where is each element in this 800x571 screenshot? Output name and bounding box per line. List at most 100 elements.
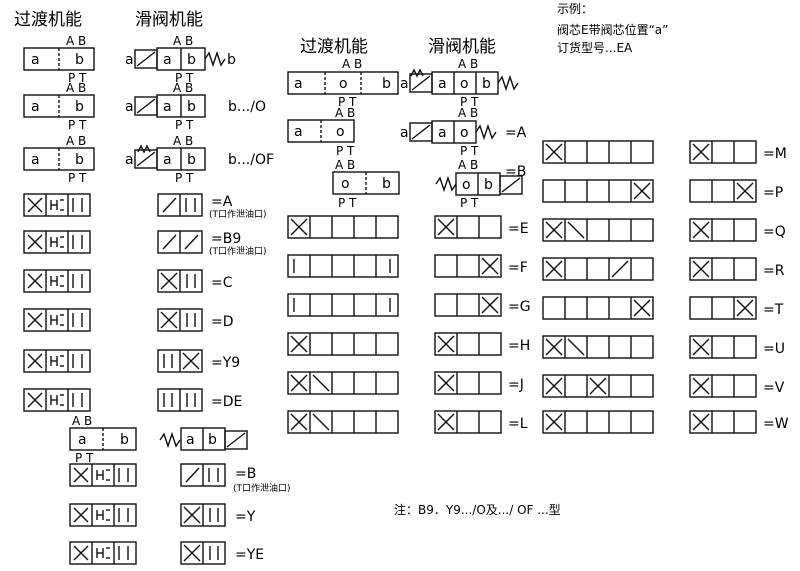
slide-ab-3: A B (173, 134, 193, 148)
slide-left-symbols (157, 193, 203, 412)
heading-transition-mid: 过渡机能 (300, 37, 368, 57)
port-b-1: b (75, 52, 84, 68)
mid-pt-2: P T (336, 144, 355, 158)
slide-a-2: a (125, 99, 134, 115)
port-a-2: a (31, 99, 40, 115)
symbol-left-de-trans (23, 388, 91, 412)
note-left-a: (T口作泄油口) (209, 208, 267, 220)
slide-box-a-3: a (163, 152, 172, 168)
code-mid-e: =E (508, 221, 529, 237)
symbol-left-b9-trans (23, 230, 91, 254)
slide-mid-a-ext-1: a (400, 76, 409, 92)
slide-mid-b-1: b (482, 76, 491, 92)
symbol-left-d-trans (23, 308, 91, 332)
example-line2: 订货型号...EA (557, 40, 633, 55)
slide-mid-pt-2: P T (460, 144, 479, 158)
slide-a-1: a (125, 52, 134, 68)
bottom-slide-b: b (208, 432, 217, 448)
slide-pt-3: P T (175, 171, 194, 185)
code-right-t: =T (763, 302, 784, 318)
slide-box-a-1: a (163, 52, 172, 68)
slide-mid-b-3: b (484, 177, 493, 193)
symbol-left-c-trans (23, 269, 91, 293)
slide-mid-code-b: =B (505, 164, 526, 180)
mid-a-1: a (294, 76, 303, 92)
pt-label-3: P T (68, 171, 87, 185)
code-right-p: =P (763, 185, 783, 201)
slide-mid-o-1: o (460, 76, 469, 92)
slide-pt-1: P T (175, 71, 194, 85)
bottom-a: a (78, 432, 87, 448)
spring-icon-bottom (159, 431, 181, 449)
slide-mid-a-2: a (438, 125, 447, 141)
port-a-1: a (31, 52, 40, 68)
slide-spring-b: b (227, 52, 236, 68)
port-b-2: b (75, 99, 84, 115)
transition-left-group (23, 47, 95, 171)
mid-b-3: b (382, 176, 391, 192)
mid-b-1: b (382, 76, 391, 92)
code-right-m: =M (763, 146, 787, 162)
mid-slide-symbols (434, 215, 502, 434)
bottom-slide-a: a (186, 432, 195, 448)
mid-pt-1: P T (338, 95, 357, 109)
code-mid-h: =H (508, 338, 530, 354)
note-left-b9: (T口作泄油口) (209, 245, 267, 257)
code-right-q: =Q (763, 224, 786, 240)
port-b-3: b (75, 152, 84, 168)
mid-pt-3: P T (338, 196, 357, 210)
bottom-slide-symbols (180, 463, 226, 565)
slide-left-group (134, 47, 226, 171)
slide-mid-o-2: o (460, 125, 469, 141)
mid-trans-symbols (287, 215, 399, 434)
note-bottom-b: (T口作泄油口) (233, 482, 291, 494)
slide-box-b-1: b (187, 52, 196, 68)
detent-icon (137, 144, 151, 154)
code-right-w: =W (763, 416, 789, 432)
slide-mid-code-a: =A (505, 125, 527, 141)
slide-box-b-2: b (187, 99, 196, 115)
code-left-c: =C (211, 275, 233, 291)
code-mid-j: =J (508, 377, 524, 393)
heading-slide-left: 滑阀机能 (135, 10, 203, 30)
code-right-u: =U (763, 341, 785, 357)
code-left-a: =A (211, 194, 233, 210)
middle-top-group (287, 68, 523, 196)
slide-ab-1: A B (173, 34, 193, 48)
ab-label-bottom: A B (72, 414, 92, 428)
suffix-of: b.../OF (228, 152, 274, 168)
symbol-bottom-b-trans (69, 463, 137, 487)
code-mid-g: =G (508, 299, 531, 315)
mid-o-3: o (341, 176, 350, 192)
bottom-left-group (69, 427, 248, 451)
mid-a-2: a (294, 124, 303, 140)
bottom-b: b (120, 432, 129, 448)
port-a-3: a (31, 152, 40, 168)
code-mid-l: =L (508, 416, 528, 432)
spring-icon (204, 50, 226, 68)
right-slide-symbols (689, 140, 757, 434)
code-bottom-b: =B (235, 466, 256, 482)
footnote: 注：B9．Y9.../O及.../ OF ...型 (394, 502, 561, 517)
code-right-v: =V (763, 380, 785, 396)
slide-mid-pt-3: P T (460, 196, 479, 210)
mid-o-1: o (339, 76, 348, 92)
slide-box-a-2: a (163, 99, 172, 115)
pt-label-1: P T (68, 71, 87, 85)
ab-label-3: A B (66, 134, 86, 148)
code-right-r: =R (763, 263, 785, 279)
code-left-b9: =B9 (211, 231, 241, 247)
slide-mid-a-1: a (438, 76, 447, 92)
slide-mid-ab-3: A B (458, 158, 478, 172)
code-left-d: =D (211, 314, 234, 330)
code-mid-f: =F (508, 260, 528, 276)
slide-mid-a-ext-2: a (400, 125, 409, 141)
slide-ab-2: A B (173, 81, 193, 95)
code-bottom-y: =Y (235, 509, 256, 525)
code-bottom-ye: =YE (235, 547, 264, 563)
slide-mid-ab-1: A B (458, 57, 478, 71)
heading-transition-left: 过渡机能 (14, 10, 82, 30)
suffix-o: b.../O (228, 99, 266, 115)
pt-label-bottom: P T (75, 451, 94, 465)
slide-mid-ab-2: A B (458, 106, 478, 120)
